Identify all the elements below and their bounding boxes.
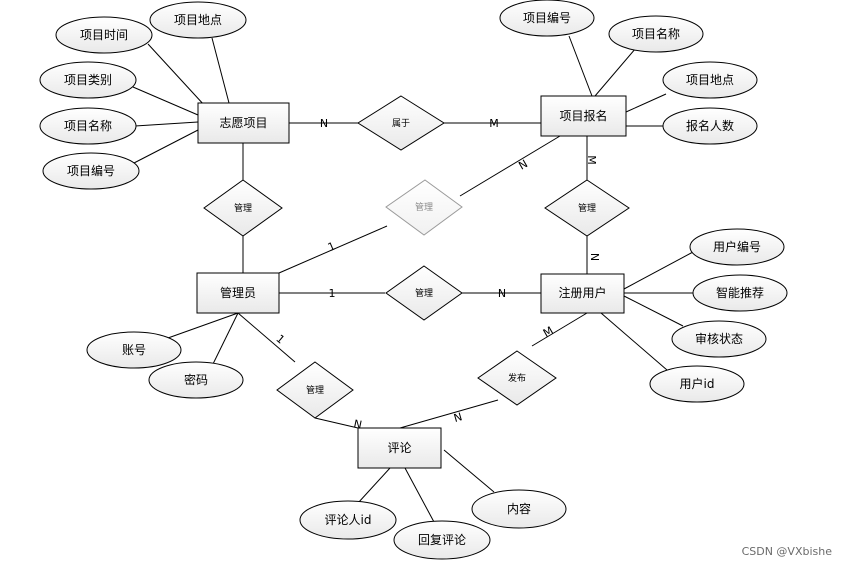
attr-ps-count: 报名人数 [662, 107, 758, 145]
card-middle-admin: 1 [329, 287, 336, 300]
line-vp-category [132, 86, 199, 116]
line-publish-comment [399, 399, 499, 429]
watermark-text: CSDN @VXbishe [742, 545, 833, 558]
card-faded-ps: N [516, 157, 530, 172]
attr-admin-account: 账号 [86, 331, 182, 369]
line-user-id [600, 312, 668, 371]
line-admin-faded-manage [278, 225, 388, 274]
attr-ps-location: 项目地点 [662, 61, 758, 99]
entity-volunteer-project-label: 志愿项目 [219, 116, 267, 130]
attr-vp-id-label: 项目编号 [67, 163, 115, 178]
attr-vp-name-label: 项目名称 [64, 118, 112, 133]
card-belongs-ps: M [489, 117, 499, 130]
attr-admin-account-label: 账号 [122, 343, 146, 357]
line-comment-reply [404, 467, 435, 523]
line-manage-bottom-comment [314, 417, 359, 429]
entity-registered-user-label: 注册用户 [558, 285, 606, 300]
line-admin-account [167, 312, 239, 339]
line-user-publish [531, 312, 588, 347]
card-bottom-admin: 1 [273, 332, 287, 346]
card-publish-user: M [541, 324, 556, 340]
attr-admin-password: 密码 [148, 361, 244, 399]
attr-comment-content-label: 内容 [507, 501, 531, 516]
attr-user-review: 审核状态 [671, 320, 767, 358]
card-publish-comment: N [452, 410, 463, 425]
line-user-review [623, 295, 684, 327]
attr-vp-time: 项目时间 [55, 16, 153, 54]
entity-project-signup: 项目报名 [540, 95, 627, 137]
relationship-publish-label: 发布 [508, 372, 526, 384]
attr-vp-name: 项目名称 [39, 107, 137, 145]
relationship-manage-bottom-label: 管理 [306, 384, 324, 396]
line-user-no [623, 251, 694, 290]
attr-user-no: 用户编号 [689, 228, 785, 266]
line-ps-location [625, 93, 667, 113]
entity-admin: 管理员 [196, 272, 280, 314]
relationship-manage-bottom: 管理 [276, 361, 354, 419]
line-comment-content [443, 449, 495, 493]
card-right-user: N [588, 253, 601, 261]
relationship-manage-faded-label: 管理 [415, 201, 433, 213]
attr-admin-password-label: 密码 [184, 372, 208, 387]
attr-comment-content: 内容 [471, 489, 567, 529]
relationship-manage-right-label: 管理 [578, 202, 596, 214]
line-vp-name [134, 121, 199, 127]
relationship-manage-left: 管理 [203, 179, 283, 237]
attr-vp-category-label: 项目类别 [64, 73, 112, 87]
relationship-manage-middle: 管理 [385, 265, 463, 321]
line-admin-password [212, 312, 239, 365]
card-bottom-comment: N [352, 417, 363, 431]
relationship-belongs-to: 属于 [357, 95, 445, 151]
connector-lines [132, 35, 694, 523]
attr-vp-location-label: 项目地点 [174, 13, 222, 27]
line-vp-location [211, 37, 230, 104]
line-comment-author [357, 467, 391, 504]
attr-vp-time-label: 项目时间 [80, 28, 128, 42]
relationship-manage-right: 管理 [544, 179, 630, 237]
line-admin-manage-bottom [237, 312, 296, 363]
relationship-manage-faded: 管理 [385, 179, 463, 236]
attr-ps-count-label: 报名人数 [686, 118, 734, 133]
attr-user-id-label: 用户id [680, 376, 715, 391]
line-vp-time [147, 43, 206, 107]
attr-ps-id: 项目编号 [499, 0, 595, 37]
card-faded-admin: 1 [326, 239, 338, 254]
attr-comment-author-label: 评论人id [325, 513, 372, 527]
card-right-ps: M [585, 155, 598, 165]
attr-ps-location-label: 项目地点 [686, 73, 734, 87]
attr-user-recommend-label: 智能推荐 [716, 285, 764, 300]
attr-vp-location: 项目地点 [149, 1, 247, 39]
attr-user-review-label: 审核状态 [695, 331, 743, 346]
attr-comment-reply: 回复评论 [393, 520, 491, 560]
attr-ps-name: 项目名称 [608, 15, 704, 53]
attr-ps-id-label: 项目编号 [523, 10, 571, 25]
attr-ps-name-label: 项目名称 [632, 26, 680, 41]
card-middle-user: N [498, 287, 506, 300]
entity-comment: 评论 [357, 427, 442, 469]
attr-vp-id: 项目编号 [42, 152, 140, 190]
line-ps-name [594, 47, 637, 97]
relationship-manage-middle-label: 管理 [415, 287, 433, 299]
entity-registered-user: 注册用户 [540, 273, 625, 314]
attr-user-no-label: 用户编号 [713, 239, 761, 254]
entity-admin-label: 管理员 [220, 285, 256, 300]
entity-comment-label: 评论 [387, 441, 411, 455]
attr-comment-author: 评论人id [299, 500, 397, 540]
relationship-publish: 发布 [477, 350, 557, 406]
entity-project-signup-label: 项目报名 [559, 108, 607, 123]
attr-vp-category: 项目类别 [39, 61, 137, 99]
relationship-manage-left-label: 管理 [234, 202, 252, 214]
attr-user-id: 用户id [649, 365, 745, 403]
entity-volunteer-project: 志愿项目 [197, 102, 290, 144]
card-belongs-vp: N [320, 117, 328, 130]
line-ps-id [568, 35, 593, 97]
attr-comment-reply-label: 回复评论 [418, 533, 466, 547]
line-vp-id [133, 129, 199, 164]
line-faded-manage-ps [459, 135, 561, 197]
attr-user-recommend: 智能推荐 [692, 274, 788, 312]
relationship-belongs-to-label: 属于 [392, 118, 410, 129]
